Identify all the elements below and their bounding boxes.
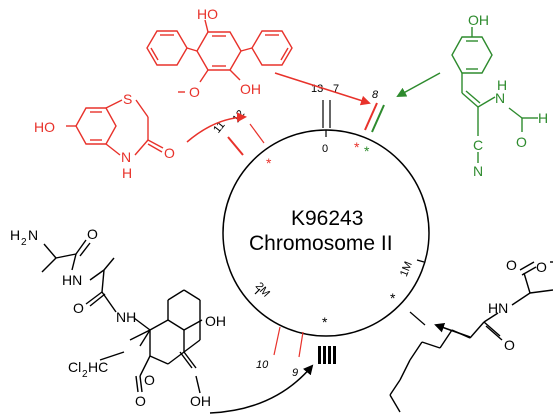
peptide-cl-sub: 2 — [82, 369, 88, 380]
arrow-terphenyl — [274, 72, 371, 106]
benzothiazine-h: H — [122, 165, 132, 181]
isonitrile-structure — [451, 27, 538, 136]
peptide-oh-bottom: OH — [190, 393, 211, 409]
tick-2m — [254, 288, 261, 295]
peptide-hc: HC — [88, 359, 108, 375]
isonitrile-ring — [451, 36, 493, 74]
isonitrile-n: N — [495, 90, 505, 106]
terphenyl-right-ring — [251, 30, 293, 66]
cluster-8-green-mark — [371, 104, 385, 133]
ahl-o-carbonyl: O — [506, 257, 517, 273]
peptide-h2n-sub: 2 — [21, 237, 27, 248]
tick-1m — [416, 259, 425, 263]
chromosome-map: K96243 Chromosome II 0 1M 2M * * * * * — [222, 129, 430, 337]
ahl-o-amide: O — [504, 337, 515, 353]
star-black-bottom: * — [322, 314, 328, 330]
peptide-o-bottom: O — [135, 393, 146, 409]
peptide-o2: O — [73, 300, 84, 316]
peptide-hn: HN — [62, 272, 82, 288]
isonitrile-o: O — [516, 134, 527, 150]
cluster-10-label: 10 — [256, 359, 269, 371]
terphenyl-left-ring — [146, 30, 188, 66]
chromosome-label: Chromosome II — [249, 232, 393, 255]
star-black-right: * — [390, 290, 396, 306]
arrow-benzothiazine — [186, 112, 247, 143]
star-red-left: * — [266, 155, 272, 171]
bar-cluster-mark — [318, 346, 336, 364]
benzothiazine-structure — [66, 99, 164, 156]
arrow-peptide — [209, 364, 314, 414]
cluster-8-red-mark — [364, 102, 378, 131]
ahl-cluster-mark — [409, 311, 426, 326]
benzothiazine-s: S — [123, 91, 132, 107]
arrows — [186, 72, 471, 414]
peptide-o1: O — [87, 226, 98, 242]
isonitrile-oh: OH — [468, 12, 489, 28]
peptide-nh: NH — [116, 309, 136, 325]
tick-label-0: 0 — [322, 143, 328, 155]
benzothiazine-n: N — [121, 149, 131, 165]
benzothiazine-o: O — [164, 145, 175, 161]
star-red-top: * — [354, 139, 360, 155]
cluster-12-mark — [249, 123, 265, 144]
ahl-structure — [389, 261, 553, 413]
tick-label-2m: 2M — [253, 280, 272, 299]
isonitrile-c: C — [473, 137, 483, 153]
tick-label-1m: 1M — [398, 260, 415, 279]
benzothiazine-benzene — [75, 107, 117, 145]
cluster-9-mark — [298, 331, 304, 358]
terphenyl-oh: OH — [240, 81, 261, 97]
arrow-isonitrile — [396, 72, 441, 97]
chromosome-name: K96243 — [291, 207, 363, 230]
terphenyl-methoxy-o: O — [189, 84, 200, 100]
cluster-9-label: 9 — [292, 367, 298, 379]
isonitrile-h: H — [497, 77, 507, 93]
cluster-10-mark — [273, 326, 281, 356]
ahl-o-ring: O — [536, 259, 547, 275]
cluster-11-mark — [227, 136, 244, 156]
peptide-ring-o: O — [144, 372, 155, 388]
cluster-7-label: 7 — [333, 83, 339, 95]
peptide-cl: Cl — [68, 359, 81, 375]
isonitrile-h-formyl: H — [538, 110, 548, 126]
peptide-h2n-n: N — [28, 227, 38, 243]
benzothiazine-ho: HO — [34, 119, 55, 135]
star-green-top: * — [364, 143, 370, 159]
peptide-oh-ring: OH — [205, 313, 226, 329]
cluster-markers: 13 7 8 11 12 10 9 — [211, 83, 426, 379]
isonitrile-cn-n: N — [473, 163, 483, 179]
terphenyl-structure — [146, 19, 293, 93]
terphenyl-ho-top: HO — [197, 6, 218, 22]
peptide-structure — [41, 239, 203, 394]
peptide-h2n-h: H — [10, 227, 20, 243]
cluster-8-label: 8 — [372, 89, 379, 101]
terphenyl-center-ring — [196, 31, 242, 71]
ahl-hn: HN — [488, 300, 508, 316]
